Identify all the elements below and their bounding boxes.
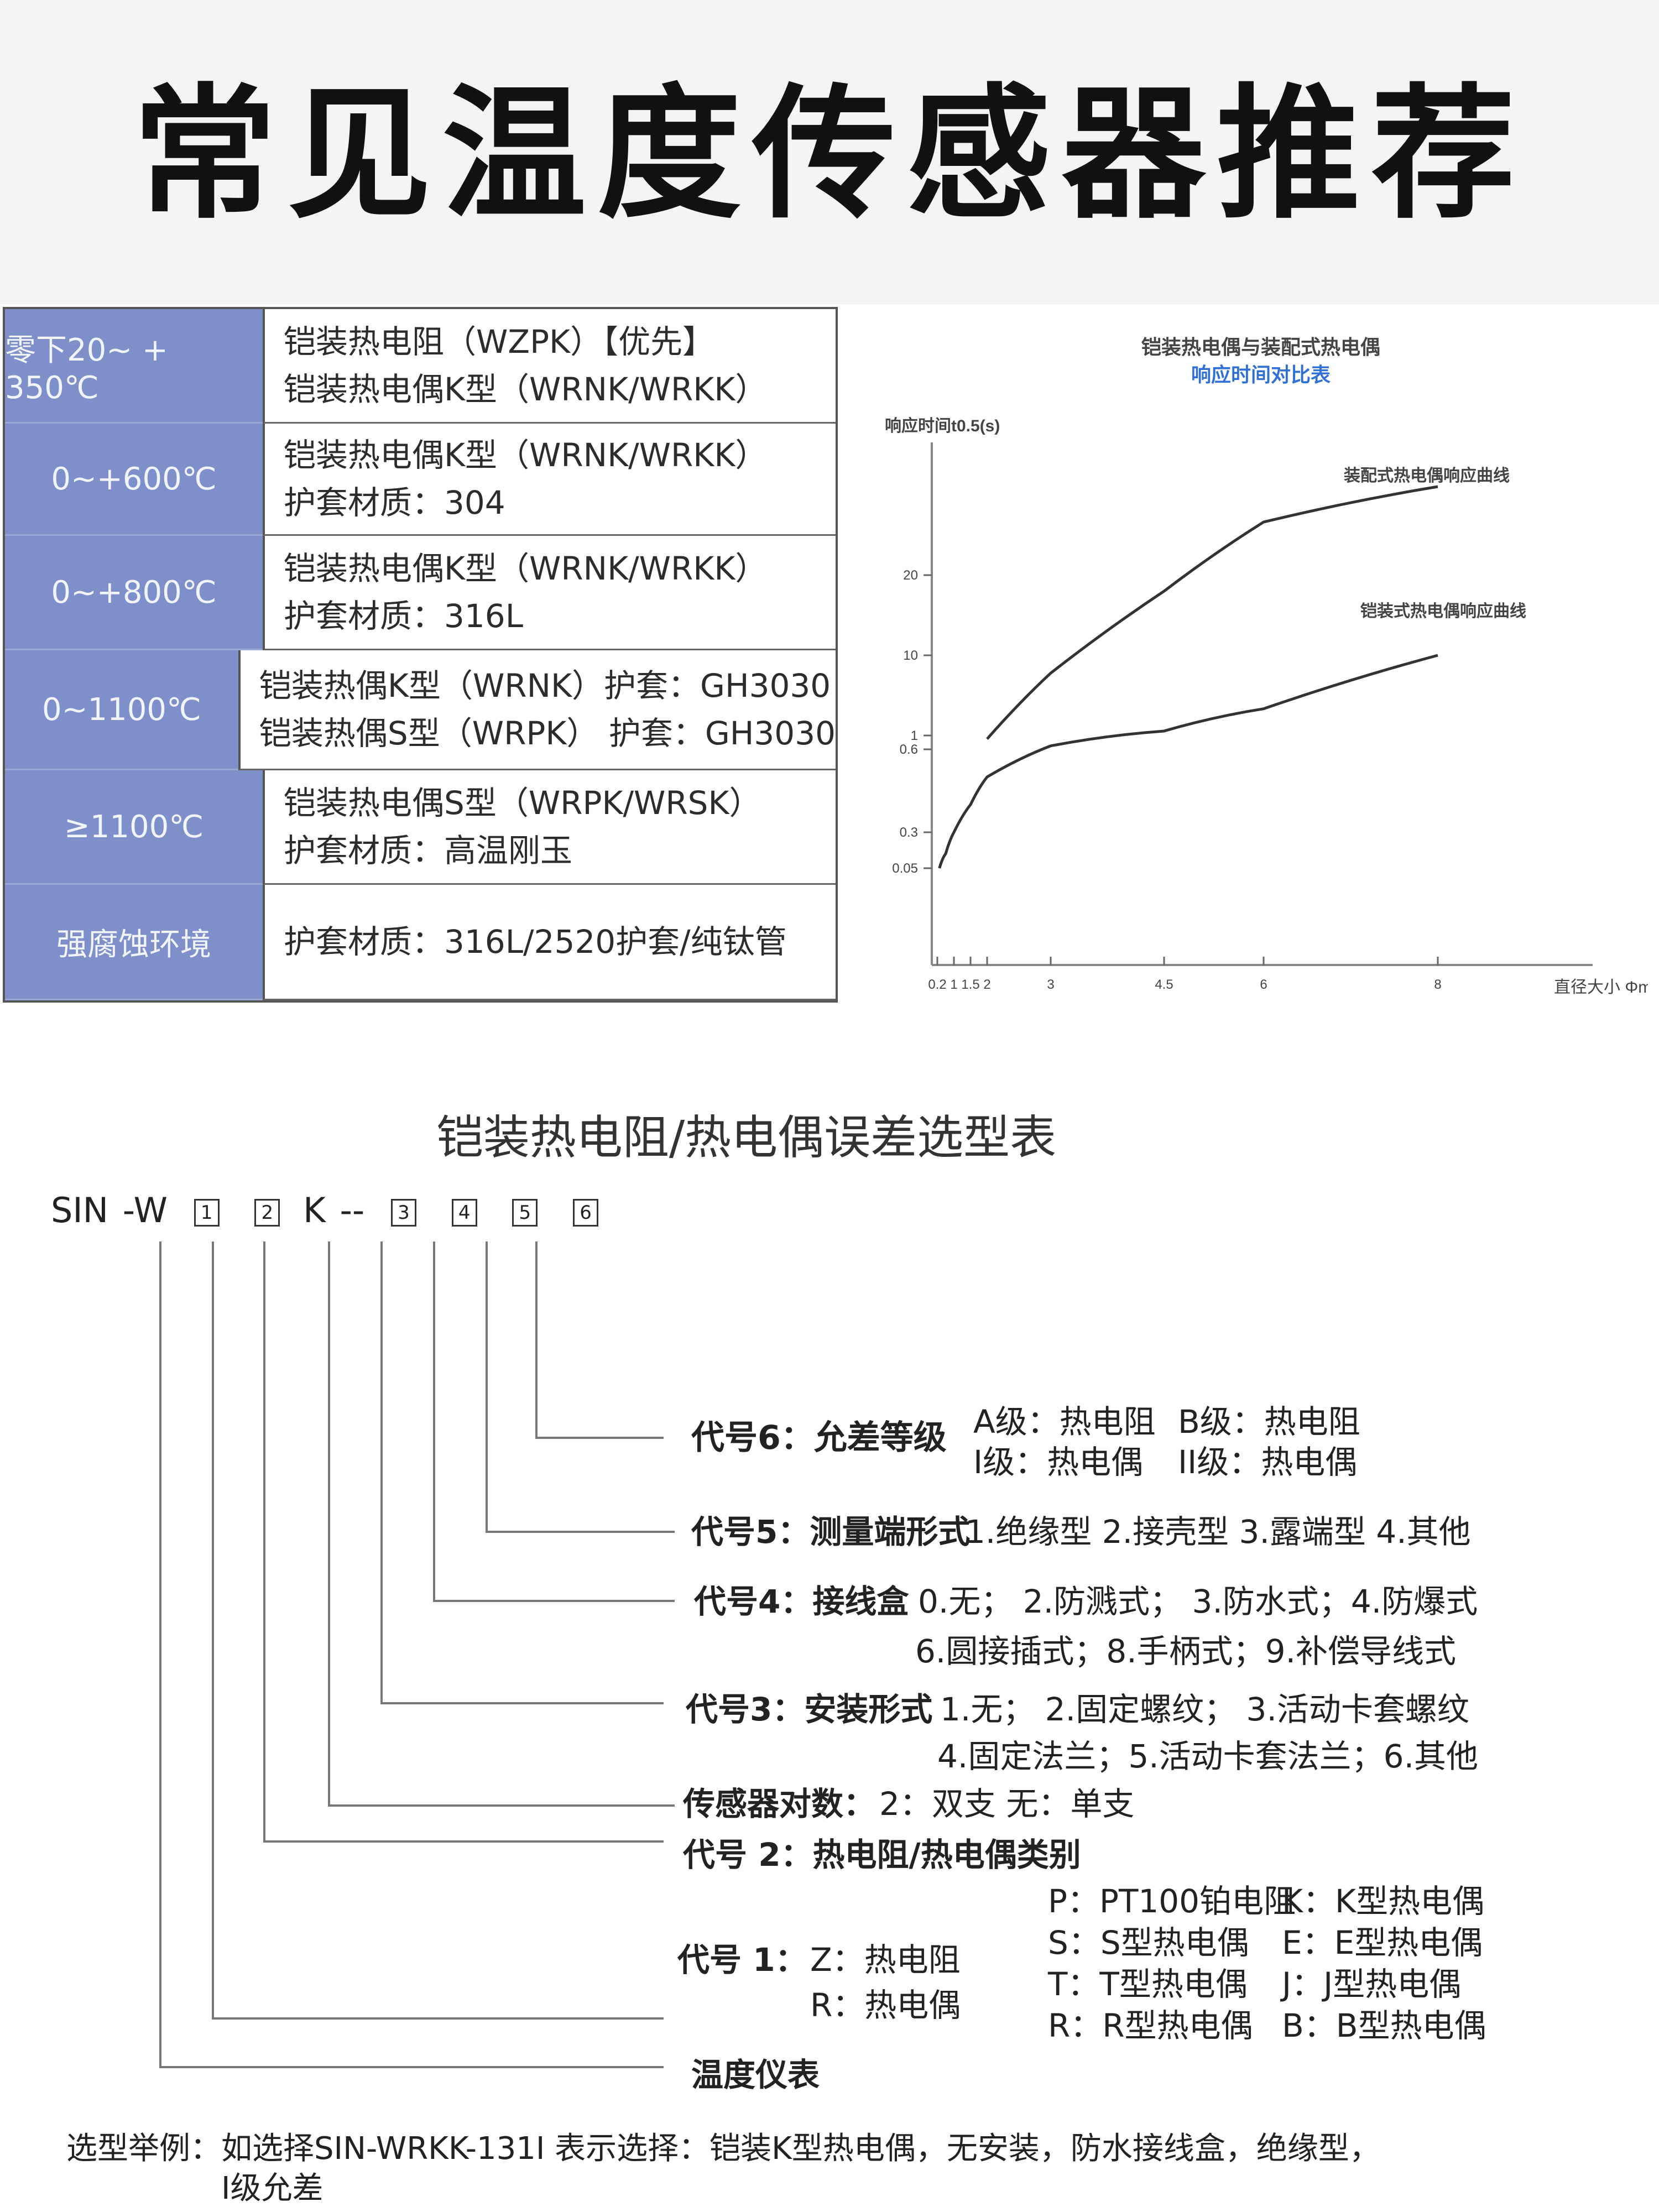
code-w: -W	[122, 1190, 168, 1230]
sensor-pair-options: 2：双支 无：单支	[879, 1785, 1135, 1823]
code4-label: 代号4：接线盒	[694, 1583, 909, 1620]
table-row: 强腐蚀环境护套材质：316L/2520护套/纯钛管	[5, 885, 836, 1000]
type-0-0: P：PT100铂电阻	[1048, 1882, 1296, 1920]
recommendation-line: 铠装热偶S型（WRPK） 护套：GH3030	[259, 714, 836, 752]
type-0-1: K：K型热电偶	[1282, 1882, 1485, 1920]
code-prefix: SIN	[51, 1190, 109, 1230]
guide-title: 铠装热电阻/热电偶误差选型表	[436, 1110, 1057, 1165]
code1-z: Z：热电阻	[810, 1941, 961, 1979]
example-line-2: I级允差	[221, 2171, 324, 2206]
sensor-recommendation: 铠装热电阻（WZPK）【优先】铠装热电偶K型（WRNK/WRKK）	[263, 309, 836, 424]
response-time-chart: 铠装热电偶与装配式热电偶 响应时间对比表 响应时间t0.5(s) 直径大小 Φm…	[863, 310, 1659, 1012]
temperature-range: 0~+600℃	[5, 424, 263, 536]
chart-subtitle: 响应时间对比表	[1191, 363, 1331, 386]
code1-label: 代号 1：	[677, 1941, 807, 1979]
temperature-range: 0~+800℃	[5, 536, 263, 650]
recommendation-line: 护套材质：316L	[284, 597, 524, 635]
code4-options-1: 0.无； 2.防溅式； 3.防水式；4.防爆式	[918, 1583, 1478, 1620]
y-tick-label: 0.3	[900, 825, 918, 840]
x-tick-label: 1	[950, 977, 957, 992]
sensor-recommendation: 铠装热电偶S型（WRPK/WRSK） 护套材质：高温刚玉	[263, 770, 836, 885]
header-band: 常见温度传感器推荐	[0, 0, 1659, 304]
code-k: K	[303, 1190, 326, 1230]
code1-r: R：热电偶	[810, 1986, 961, 2024]
sensor-pair-label: 传感器对数：	[683, 1785, 876, 1823]
temperature-range: 强腐蚀环境	[5, 885, 263, 1000]
example-line-1: 选型举例：如选择SIN-WRKK-131I 表示选择：铠装K型热电偶，无安装，防…	[66, 2131, 1380, 2167]
code6-b: B级：热电阻	[1178, 1403, 1360, 1441]
series-line	[938, 654, 1438, 869]
recommendation-line: 铠装热偶K型（WRNK）护套：GH3030	[259, 667, 831, 705]
recommendation-line: 护套材质：304	[284, 484, 505, 521]
x-tick-label: 1.5	[961, 977, 979, 992]
code-box-6: 6	[573, 1198, 599, 1227]
type-3-0: R：R型热电偶	[1048, 2007, 1253, 2044]
code5-options: 1.绝缘型 2.接壳型 3.露端型 4.其他	[965, 1513, 1471, 1551]
code-box-4: 4	[451, 1198, 477, 1227]
selection-example: 选型举例：如选择SIN-WRKK-131I 表示选择：铠装K型热电偶，无安装，防…	[66, 2129, 1380, 2209]
code-box-1: 1	[194, 1198, 220, 1227]
code-dash: --	[340, 1190, 365, 1230]
code-box-5: 5	[512, 1198, 538, 1227]
sensor-recommendation: 铠装热电偶K型（WRNK/WRKK） 护套材质：304	[263, 424, 836, 536]
series-label: 铠装式热电偶响应曲线	[1360, 602, 1526, 620]
temperature-range: ≥1100℃	[5, 770, 263, 885]
page-title: 常见温度传感器推荐	[133, 71, 1526, 238]
x-tick-label: 3	[1047, 977, 1054, 992]
code6-c: I级：热电偶	[973, 1443, 1144, 1481]
y-tick-label: 1	[911, 728, 918, 743]
code6-label: 代号6：允差等级	[691, 1418, 947, 1457]
type-1-1: E：E型热电偶	[1282, 1924, 1483, 1961]
code3-options-2: 4.固定法兰；5.活动卡套法兰；6.其他	[937, 1738, 1479, 1775]
x-tick-label: 4.5	[1155, 977, 1173, 992]
sensor-recommendation: 护套材质：316L/2520护套/纯钛管	[263, 885, 836, 1000]
type-3-1: B：B型热电偶	[1282, 2007, 1486, 2044]
recommendation-line: 护套材质：316L/2520护套/纯钛管	[284, 923, 787, 961]
code4-options-2: 6.圆接插式；8.手柄式；9.补偿导线式	[915, 1632, 1457, 1670]
sensor-recommendation: 铠装热偶K型（WRNK）护套：GH3030 铠装热偶S型（WRPK） 护套：GH3…	[238, 650, 836, 770]
table-row: 0~+600℃ 铠装热电偶K型（WRNK/WRKK） 护套材质：304	[5, 424, 836, 536]
temperature-range: 0~1100℃	[5, 650, 238, 770]
recommendation-line: 铠装热电阻（WZPK）【优先】	[284, 323, 715, 361]
temperature-range: 零下20~ + 350℃	[5, 309, 263, 424]
code-box-2: 2	[254, 1198, 280, 1227]
code3-options-1: 1.无； 2.固定螺纹； 3.活动卡套螺纹	[940, 1691, 1469, 1728]
model-code: SIN -W 1 2 K -- 3 4 5 6	[51, 1190, 611, 1230]
code6-d: II级：热电偶	[1178, 1443, 1358, 1481]
code5-label: 代号5：测量端形式	[691, 1513, 971, 1551]
chart-title: 铠装热电偶与装配式热电偶	[1141, 336, 1380, 358]
recommendation-line: 护套材质：高温刚玉	[284, 832, 573, 869]
chart-xlabel: 直径大小 Φmm	[1554, 978, 1648, 997]
chart-ylabel: 响应时间t0.5(s)	[885, 416, 1000, 435]
code-box-3: 3	[390, 1198, 416, 1227]
sensor-recommendation: 铠装热电偶K型（WRNK/WRKK） 护套材质：316L	[263, 536, 836, 650]
y-tick-label: 0.6	[900, 742, 918, 757]
guide-connector-lines	[159, 1241, 675, 2068]
recommendation-line: 铠装热电偶S型（WRPK/WRSK）	[284, 784, 761, 822]
x-tick-label: 8	[1434, 977, 1441, 992]
y-tick-label: 0.05	[892, 861, 918, 876]
recommendation-line: 铠装热电偶K型（WRNK/WRKK）	[284, 550, 768, 587]
recommendation-line: 铠装热电偶K型（WRNK/WRKK）	[284, 371, 768, 408]
type-2-1: J：J型热电偶	[1282, 1965, 1462, 2003]
x-tick-label: 0.2	[928, 977, 946, 992]
series-label: 装配式热电偶响应曲线	[1344, 466, 1510, 485]
type-1-0: S：S型热电偶	[1048, 1924, 1249, 1961]
code6-a: A级：热电阻	[973, 1403, 1156, 1441]
table-row: 0~+800℃ 铠装热电偶K型（WRNK/WRKK） 护套材质：316L	[5, 536, 836, 650]
code2-label: 代号 2：热电阻/热电偶类别	[683, 1836, 1081, 1874]
recommendation-line: 铠装热电偶K型（WRNK/WRKK）	[284, 436, 768, 474]
x-tick-label: 2	[983, 977, 990, 992]
code3-label: 代号3：安装形式	[686, 1691, 933, 1728]
type-2-0: T：T型热电偶	[1048, 1965, 1248, 2003]
series-line	[986, 485, 1438, 740]
table-row: ≥1100℃ 铠装热电偶S型（WRPK/WRSK） 护套材质：高温刚玉	[5, 770, 836, 885]
y-tick-label: 10	[903, 648, 918, 663]
y-tick-label: 20	[903, 568, 918, 583]
x-tick-label: 6	[1260, 977, 1267, 992]
table-row: 0~1100℃ 铠装热偶K型（WRNK）护套：GH3030 铠装热偶S型（WRPK）…	[5, 650, 836, 770]
temperature-meter-label: 温度仪表	[691, 2056, 820, 2094]
